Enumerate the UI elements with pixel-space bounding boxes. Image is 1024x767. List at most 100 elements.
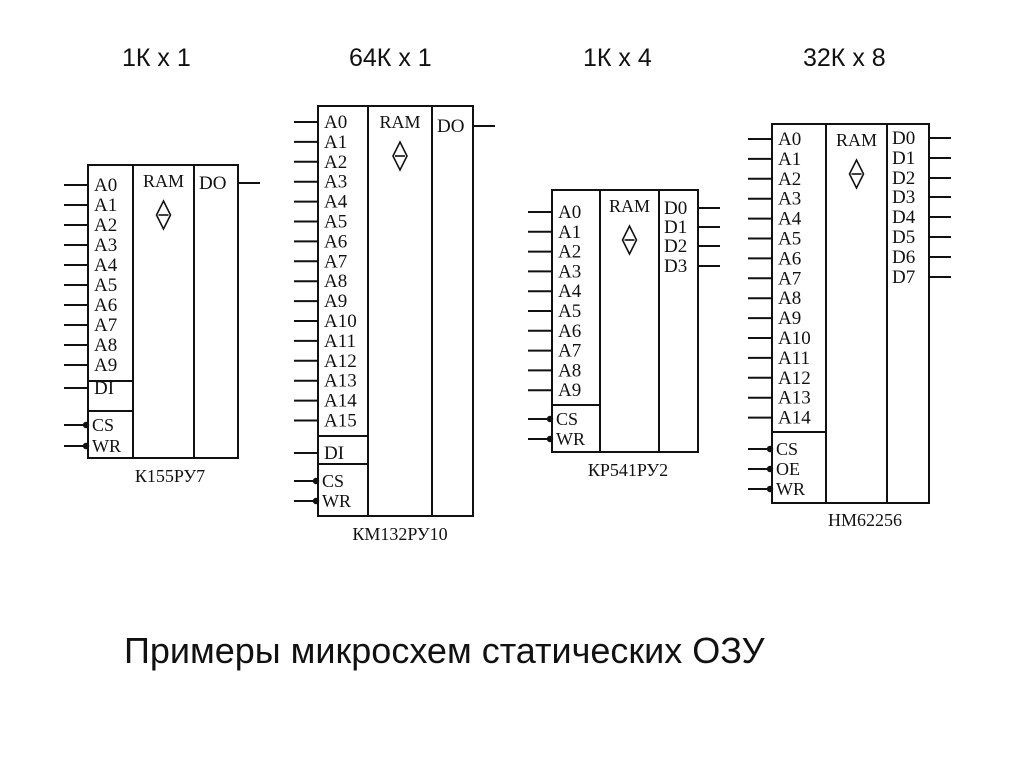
control-pin-label: WR (556, 429, 585, 449)
address-pin-label: A0 (94, 175, 117, 196)
output-pin-label: D1 (892, 148, 915, 169)
address-pin-label: A10 (778, 328, 811, 349)
output-pin-label: D4 (892, 207, 916, 228)
address-pin-label: A4 (778, 209, 802, 230)
inversion-bubble-icon (82, 442, 90, 450)
control-pin-label: CS (776, 439, 798, 459)
output-pin-label: D7 (892, 267, 915, 288)
part-name: К155РУ7 (135, 466, 205, 486)
chip-body (87, 164, 239, 459)
data-in-pin-label: DI (324, 443, 344, 464)
address-pin-label: A3 (558, 261, 581, 282)
output-pin-label: D3 (664, 256, 687, 277)
address-pin-label: A5 (324, 212, 347, 233)
control-pin-label: CS (92, 415, 114, 435)
output-pin-label: D2 (664, 236, 687, 257)
output-pin-label: DO (437, 116, 464, 137)
address-pin-label: A10 (324, 311, 357, 332)
address-pin-label: A2 (778, 169, 801, 190)
caption-64k-x-1: 64К x 1 (349, 44, 432, 72)
control-pin-label: WR (322, 491, 351, 511)
chip-km132ru10: RAMA0A1A2A3A4A5A6A7A8A9A10A11A12A13A14A1… (294, 105, 495, 544)
address-pin-label: A4 (558, 281, 582, 302)
address-pin-label: A1 (558, 222, 581, 243)
inversion-bubble-icon (312, 497, 320, 505)
output-pin-label: D6 (892, 247, 915, 268)
address-pin-label: A1 (324, 132, 347, 153)
address-pin-label: A1 (778, 149, 801, 170)
address-pin-label: A13 (324, 371, 357, 392)
output-pin-label: DO (199, 173, 226, 194)
part-name: КМ132РУ10 (352, 524, 447, 544)
address-pin-label: A8 (324, 271, 347, 292)
control-pin-label: CS (556, 409, 578, 429)
address-pin-label: A3 (324, 172, 347, 193)
address-pin-label: A11 (324, 331, 356, 352)
address-pin-label: A9 (558, 380, 581, 401)
address-pin-label: A2 (324, 152, 347, 173)
data-in-pin-label: DI (94, 378, 114, 399)
address-pin-label: A12 (324, 351, 357, 372)
ram-label: RAM (609, 196, 650, 216)
caption-1k-x-1: 1К x 1 (122, 44, 191, 72)
address-pin-label: A2 (558, 242, 581, 263)
output-pin-label: D5 (892, 227, 915, 248)
address-pin-label: A9 (94, 355, 117, 376)
address-pin-label: A4 (94, 255, 118, 276)
address-pin-label: A5 (558, 301, 581, 322)
address-pin-label: A9 (324, 291, 347, 312)
address-pin-label: A8 (94, 335, 117, 356)
part-name: КР541РУ2 (588, 460, 668, 480)
caption-32k-x-8: 32К x 8 (803, 44, 886, 72)
address-pin-label: A8 (778, 288, 801, 309)
inversion-bubble-icon (766, 465, 774, 473)
control-pin-label: OE (776, 459, 800, 479)
inversion-bubble-icon (546, 415, 554, 423)
output-pin-label: D1 (664, 217, 687, 238)
output-pin-label: D3 (892, 187, 915, 208)
inversion-bubble-icon (312, 477, 320, 485)
address-pin-label: A1 (94, 195, 117, 216)
address-pin-label: A14 (778, 408, 811, 429)
inversion-bubble-icon (766, 445, 774, 453)
bidirectional-arrow-icon (621, 224, 638, 256)
address-pin-label: A2 (94, 215, 117, 236)
ram-label: RAM (379, 112, 420, 132)
address-pin-label: A14 (324, 391, 357, 412)
chip-hm62256: RAMA0A1A2A3A4A5A6A7A8A9A10A11A12A13A14CS… (748, 123, 951, 530)
chip-body (551, 189, 699, 453)
address-pin-label: A7 (94, 315, 117, 336)
address-pin-label: A0 (778, 129, 801, 150)
ram-label: RAM (836, 130, 877, 150)
address-pin-label: A8 (558, 360, 581, 381)
address-pin-label: A9 (778, 308, 801, 329)
bidirectional-arrow-icon (848, 158, 865, 190)
control-pin-label: CS (322, 471, 344, 491)
address-pin-label: A3 (94, 235, 117, 256)
address-pin-label: A3 (778, 189, 801, 210)
output-pin-label: D0 (892, 128, 915, 149)
bidirectional-arrow-icon (155, 199, 172, 231)
address-pin-label: A6 (324, 231, 347, 252)
address-pin-label: A5 (94, 275, 117, 296)
chip-body (771, 123, 930, 504)
inversion-bubble-icon (546, 435, 554, 443)
control-pin-label: WR (92, 436, 121, 456)
address-pin-label: A6 (94, 295, 117, 316)
address-pin-label: A4 (324, 192, 348, 213)
address-pin-label: A0 (324, 112, 347, 133)
inversion-bubble-icon (766, 485, 774, 493)
address-pin-label: A15 (324, 411, 357, 432)
caption-1k-x-4: 1К x 4 (583, 44, 652, 72)
chip-body (317, 105, 474, 517)
output-pin-label: D0 (664, 198, 687, 219)
address-pin-label: A7 (778, 268, 801, 289)
ram-label: RAM (143, 171, 184, 191)
address-pin-label: A11 (778, 348, 810, 369)
address-pin-label: A13 (778, 388, 811, 409)
address-pin-label: A7 (558, 341, 581, 362)
footer-caption: Примеры микросхем статических ОЗУ (124, 630, 765, 671)
output-pin-label: D2 (892, 168, 915, 189)
